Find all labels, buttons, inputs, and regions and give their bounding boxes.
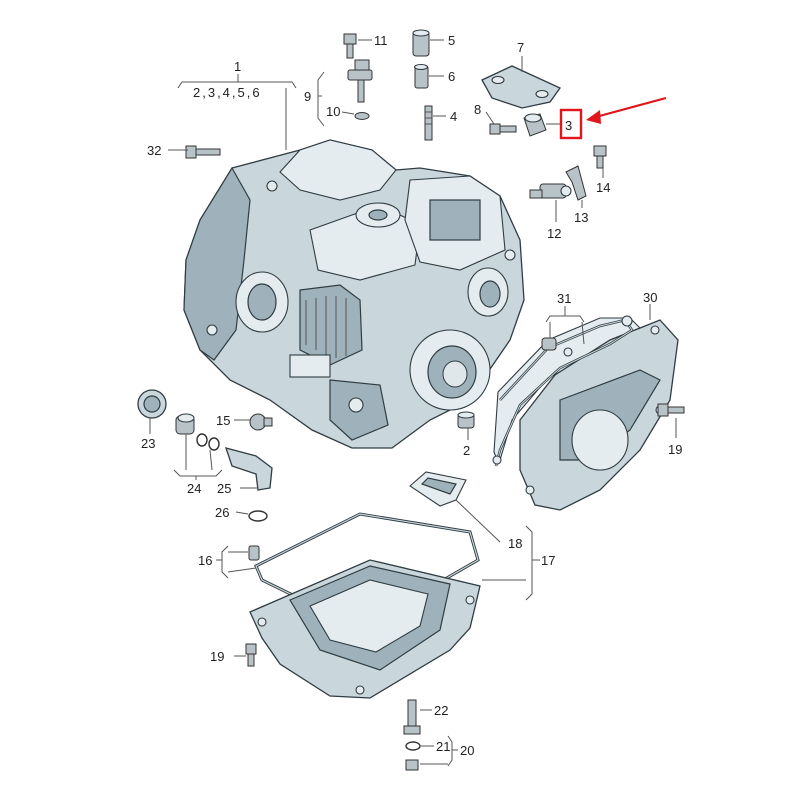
callout-19-pan: 19: [210, 649, 224, 664]
callout-1-subparts: 2,3,4,5,6: [193, 85, 262, 100]
strainer-18: [409, 471, 467, 507]
seal-ring-21: [405, 741, 421, 751]
callout-4: 4: [450, 109, 457, 124]
bushing-31: [541, 337, 557, 351]
callout-30: 30: [643, 290, 657, 305]
callout-9: 9: [304, 89, 311, 104]
callout-16: 16: [198, 553, 212, 568]
bolt-8: [489, 123, 517, 135]
callout-19-cover: 19: [668, 442, 682, 457]
red-arrow: [591, 96, 667, 120]
cap-5: [412, 29, 430, 57]
callout-2: 2: [463, 443, 470, 458]
elbow-25: [225, 447, 273, 491]
callout-7: 7: [517, 40, 524, 55]
callout-10: 10: [326, 104, 340, 119]
callout-6: 6: [448, 69, 455, 84]
bolt-32: [185, 145, 221, 159]
callout-26: 26: [215, 505, 229, 520]
plug-23: [137, 389, 167, 419]
callout-21: 21: [436, 739, 450, 754]
sleeve-6: [413, 63, 429, 89]
oil-pan-gasket: [254, 512, 480, 630]
callout-1: 1: [234, 59, 241, 74]
bushing-3: [523, 113, 547, 137]
callout-23: 23: [141, 436, 155, 451]
seal-ring-26: [248, 510, 268, 522]
bolt-11: [343, 33, 357, 59]
highlight-box: [559, 108, 583, 140]
pin-4: [424, 105, 433, 141]
screw-15: [249, 413, 273, 431]
side-cover-gasket: [492, 315, 634, 467]
highlight-callout: [559, 96, 667, 140]
clamp-13: [565, 165, 587, 201]
bolt-19-cover: [657, 403, 685, 417]
side-cover: [493, 317, 679, 511]
callout-20: 20: [460, 743, 474, 758]
callout-5: 5: [448, 33, 455, 48]
callout-15: 15: [216, 413, 230, 428]
sensor-9: [347, 59, 373, 103]
drain-plug-22: [403, 699, 421, 735]
gearbox-housing: [183, 139, 525, 449]
callout-14: 14: [596, 180, 610, 195]
callout-labels: 1 2,3,4,5,6 2 3 4 5 6 7 8 9 10 11 12 13 …: [141, 33, 682, 758]
bolt-19-pan: [245, 643, 257, 667]
callout-32: 32: [147, 143, 161, 158]
callout-13: 13: [574, 210, 588, 225]
bolt-14: [593, 145, 607, 169]
callout-22: 22: [434, 703, 448, 718]
sensor-12: [529, 183, 572, 199]
drain-screw-20: [405, 759, 419, 771]
callout-8: 8: [474, 102, 481, 117]
leader-lines: [149, 39, 677, 767]
callout-31: 31: [557, 291, 571, 306]
callout-12: 12: [547, 226, 561, 241]
seal-ring-10: [354, 112, 370, 120]
callout-17: 17: [541, 553, 555, 568]
callout-25: 25: [217, 481, 231, 496]
oil-pan: [249, 559, 481, 699]
bracket-7: [481, 65, 561, 109]
callout-18: 18: [508, 536, 522, 551]
screw-16: [248, 545, 260, 561]
red-arrow-head: [586, 110, 601, 124]
fitting-24: [175, 413, 220, 451]
bushing-2: [457, 411, 475, 429]
callout-11: 11: [374, 33, 388, 48]
callout-3: 3: [565, 118, 572, 133]
callout-24: 24: [187, 481, 201, 496]
